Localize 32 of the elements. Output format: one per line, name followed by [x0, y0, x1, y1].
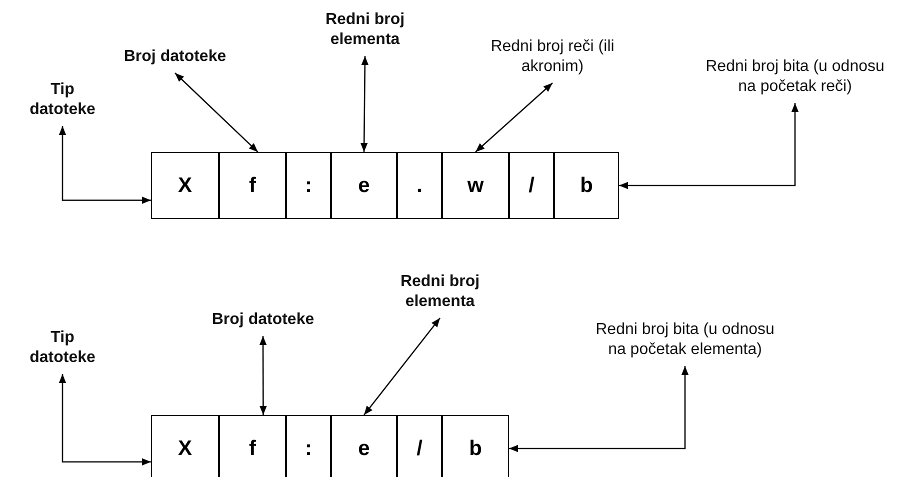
annotation-text: Tip datoteke [20, 78, 105, 126]
address-field-cell: : [286, 152, 331, 219]
annotation-text: Redni broj elementa [325, 8, 405, 56]
leader-arrow [174, 72, 258, 152]
leader-arrow [363, 318, 441, 416]
address-field-cell: w [442, 152, 509, 219]
address-field-cell: b [554, 152, 619, 219]
address-field-cell: f [219, 152, 286, 219]
annotation-text: Broj datoteke [95, 45, 255, 73]
leader-arrow [259, 336, 267, 415]
address-field-cell: e [331, 415, 397, 477]
annotation-text: Tip datoteke [20, 326, 105, 374]
leader-arrow [58, 374, 151, 466]
address-field-cell: X [151, 152, 219, 219]
leader-arrow [360, 56, 369, 152]
address-field-cell: / [509, 152, 554, 219]
annotation-text: Redni broj bita (u odnosu na početak elementa) [590, 318, 780, 366]
address-field-cell: / [397, 415, 442, 477]
annotation-text: Redni broj reči (ili akronim) [465, 35, 640, 83]
address-field-cell: e [331, 152, 397, 219]
leader-arrow [619, 103, 799, 190]
leader-arrow [475, 82, 553, 152]
address-field-cell: b [442, 415, 509, 477]
address-field-cell: X [151, 415, 219, 477]
annotation-text: Broj datoteke [183, 308, 343, 336]
annotation-text: Redni broj bita (u odnosu na početak reči) [700, 55, 890, 103]
address-field-cell: f [219, 415, 286, 477]
leader-arrow [58, 126, 151, 204]
address-field-cell: . [397, 152, 442, 219]
address-field-cell: : [286, 415, 331, 477]
leader-arrow [509, 366, 689, 452]
annotation-text: Redni broj elementa [400, 270, 480, 318]
